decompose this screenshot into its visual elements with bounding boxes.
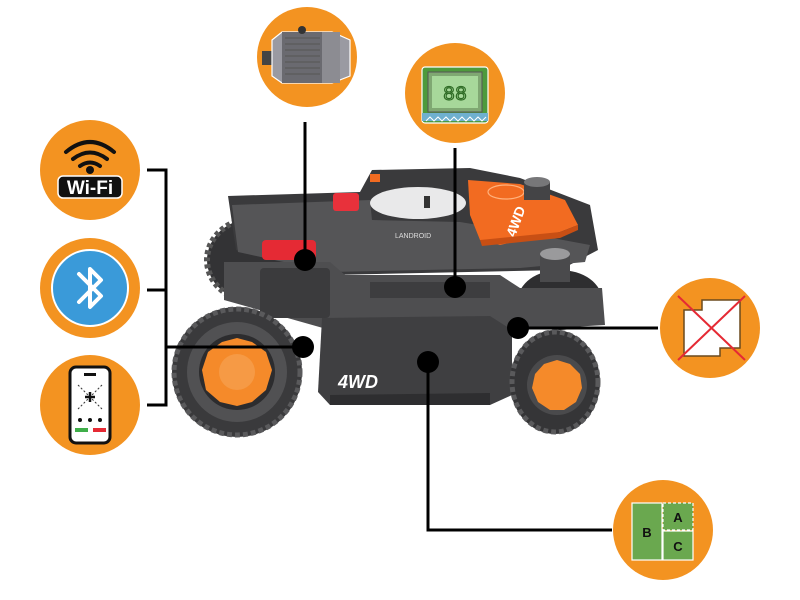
top-oval-panel bbox=[370, 187, 466, 219]
anchor-dots bbox=[292, 249, 529, 373]
display-callout: 88 bbox=[405, 43, 505, 143]
zone-a-label: A bbox=[673, 510, 683, 525]
smartphone-app-control-icon bbox=[68, 365, 112, 445]
sensor-posts bbox=[524, 177, 570, 282]
brushless-motor-icon bbox=[262, 26, 351, 84]
no-boundary-wire-icon bbox=[677, 295, 746, 361]
bluetooth-callout bbox=[40, 238, 140, 338]
wifi-label: Wi-Fi bbox=[67, 178, 113, 199]
connector-lines bbox=[147, 122, 658, 532]
front-right-wheel bbox=[509, 329, 601, 435]
wifi-icon bbox=[64, 140, 116, 168]
zone-b-label: B bbox=[642, 525, 651, 540]
wheel-hub-cap-right bbox=[532, 360, 582, 410]
no-boundary-callout bbox=[660, 278, 760, 378]
multizone-callout: B A C bbox=[613, 480, 713, 580]
wifi-callout: Wi-Fi bbox=[40, 120, 140, 220]
display-digits: 88 bbox=[443, 84, 467, 107]
left-bracket bbox=[147, 168, 168, 407]
brand-label: LANDROID bbox=[395, 233, 431, 240]
motor-callout bbox=[257, 7, 357, 107]
orange-hood: 4WD bbox=[468, 180, 578, 246]
bluetooth-icon bbox=[77, 267, 103, 309]
zone-leader bbox=[426, 362, 612, 532]
zone-c-label: C bbox=[673, 539, 683, 554]
front-bumper: 4WD bbox=[318, 316, 512, 405]
front-left-wheel bbox=[171, 306, 303, 438]
stop-button bbox=[333, 193, 359, 211]
app-callout bbox=[40, 355, 140, 455]
lcd-display-icon: 88 bbox=[421, 66, 489, 124]
front-4wd-badge: 4WD bbox=[337, 372, 378, 392]
robotic-mower: LANDROID 4WD 4WD bbox=[171, 168, 605, 438]
multi-zone-icon: B A C bbox=[631, 502, 694, 561]
